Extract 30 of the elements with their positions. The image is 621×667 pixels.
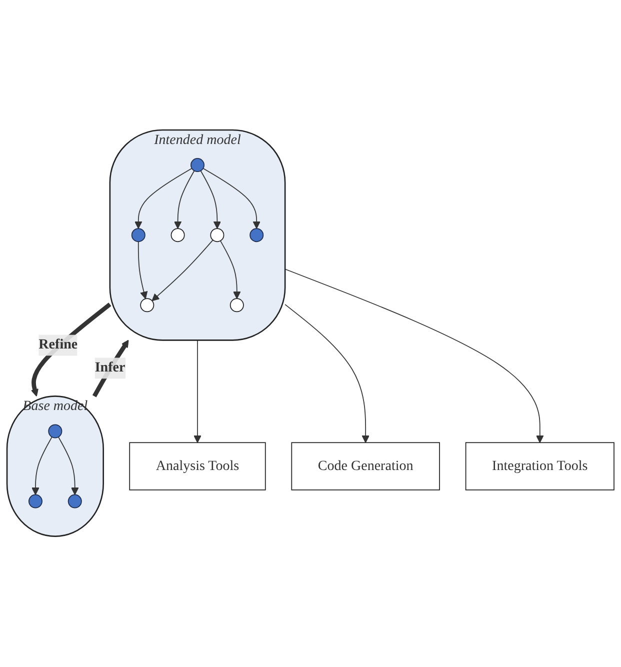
node-circle [68,494,82,509]
node-box: Code Generation [291,442,440,491]
arrow [32,436,52,496]
node-circle [28,494,42,509]
cluster: Intended model [109,130,286,342]
arrow [134,168,192,230]
arrow [284,269,544,444]
edge-label: Infer [94,360,126,376]
arrow [194,340,202,444]
arrow [202,168,260,230]
arrow [174,170,195,230]
arrow [92,340,129,398]
node-circle [131,228,146,242]
node-circle [250,228,264,242]
node-box: Integration Tools [465,442,614,491]
arrow [58,436,79,496]
node-circle [140,298,154,312]
node-box: Analysis Tools [129,442,266,491]
arrow [152,240,214,302]
arrow [284,304,370,444]
edge-label: Refine [38,338,78,353]
node-circle [170,228,185,242]
node-circle [210,228,224,242]
arrow [31,302,112,397]
node-circle [190,158,204,172]
arrow [220,240,241,300]
arrow [138,242,148,300]
node-circle [230,298,244,312]
node-circle [48,424,62,439]
arrow [200,170,222,230]
